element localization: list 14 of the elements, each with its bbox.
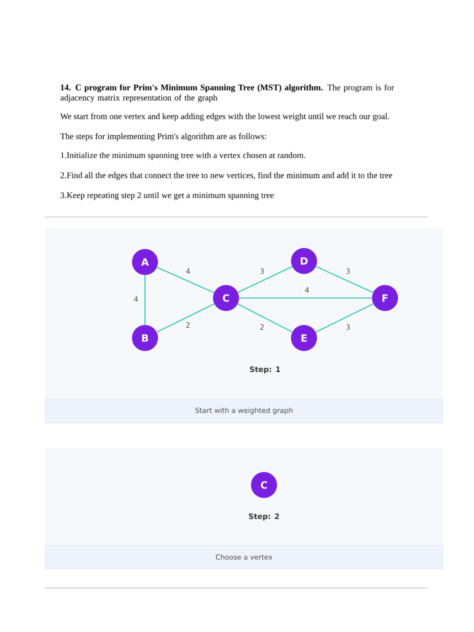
- heading: 14. C program for Prim's Minimum Spanning Tree (MST) algorithm. The program is for adjacency matrix representation of the graph: [60, 84, 394, 102]
- edge-line: [156, 266, 214, 294]
- paragraph: 1.Initialize the minimum spanning tree with a vertex chosen at random.: [60, 152, 306, 160]
- edge-line: [316, 303, 374, 333]
- edge-line: [239, 297, 372, 299]
- edge-line: [316, 266, 374, 294]
- paragraph: The steps for implementing Prim's algorithm are as follows:: [60, 133, 266, 141]
- edge-line: [238, 266, 292, 293]
- edge-line: [238, 304, 293, 332]
- paragraph: 3.Keep repeating step 2 until we get a minimum spanning tree: [60, 192, 274, 200]
- paragraph: 2.Find all the edges that connect the tree to new vertices, find the minimum and add it to the tree: [60, 172, 392, 180]
- edge-line: [156, 303, 214, 333]
- edge-line: [144, 275, 146, 325]
- paragraph: We start from one vertex and keep adding edges with the lowest weight until we reach our goal.: [60, 113, 390, 121]
